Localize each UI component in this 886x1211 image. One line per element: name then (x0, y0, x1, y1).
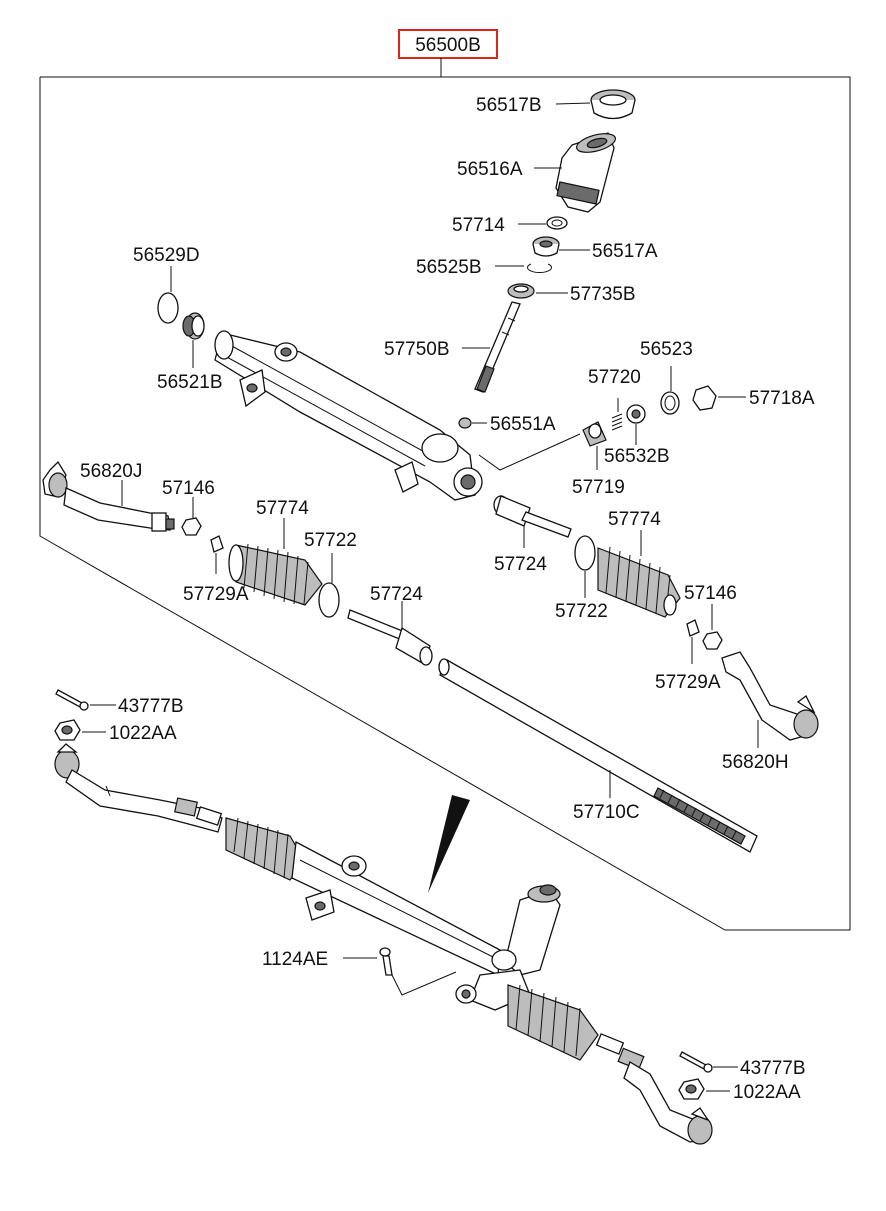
part-56820H-tie-rod-end[interactable] (721, 651, 819, 741)
part-57729A-right-clip[interactable] (686, 619, 700, 637)
label-56529D[interactable]: 56529D (133, 245, 200, 266)
exploded-view-frame (39, 76, 851, 931)
label-57720[interactable]: 57720 (588, 367, 641, 388)
assembly-highlight-box[interactable] (398, 29, 498, 59)
leader-56517B (555, 102, 591, 105)
pinion-axis-line (478, 433, 581, 471)
part-57714-washer[interactable] (546, 216, 568, 230)
label-57722-right[interactable]: 57722 (555, 601, 608, 622)
part-57729A-left-clip[interactable] (210, 535, 224, 553)
label-56525B[interactable]: 56525B (416, 257, 482, 278)
part-57146-right-nut[interactable] (702, 631, 723, 650)
label-57774-left[interactable]: 57774 (256, 498, 309, 519)
label-57714[interactable]: 57714 (452, 215, 505, 236)
label-57729A-left[interactable]: 57729A (183, 584, 249, 605)
part-57722-right-clamp[interactable] (574, 535, 596, 571)
label-57710C[interactable]: 57710C (573, 802, 640, 823)
label-57718A[interactable]: 57718A (749, 388, 815, 409)
label-57735B[interactable]: 57735B (570, 284, 636, 305)
part-57774-right-boot[interactable] (597, 546, 681, 618)
part-57719-yoke[interactable] (582, 421, 607, 447)
part-rack-housing[interactable] (214, 330, 483, 501)
label-56532B[interactable]: 56532B (604, 446, 670, 467)
part-57724-inner-rod-upper[interactable] (493, 495, 572, 538)
label-57146-right[interactable]: 57146 (684, 583, 737, 604)
part-56525B-snap-ring[interactable] (527, 263, 552, 274)
label-1022AA-right[interactable]: 1022AA (733, 1082, 801, 1103)
assembly-arrow-icon (428, 795, 470, 893)
label-56517A[interactable]: 56517A (592, 241, 658, 262)
label-57724-upper[interactable]: 57724 (494, 554, 547, 575)
label-56523[interactable]: 56523 (640, 339, 693, 360)
label-57719[interactable]: 57719 (572, 477, 625, 498)
label-1124AE[interactable]: 1124AE (262, 949, 328, 970)
assembly-part-number[interactable]: 56500B (415, 35, 481, 56)
label-57774-right[interactable]: 57774 (608, 509, 661, 530)
part-57750B-pinion-shaft[interactable] (474, 301, 521, 393)
label-56516A[interactable]: 56516A (457, 159, 523, 180)
part-56521B-bushing[interactable] (182, 312, 205, 340)
part-57722-left-clamp[interactable] (318, 582, 340, 618)
label-57146-left[interactable]: 57146 (162, 478, 215, 499)
label-1022AA-left[interactable]: 1022AA (109, 723, 177, 744)
part-56517B-cap[interactable] (590, 89, 636, 120)
part-56523-locknut[interactable] (660, 391, 680, 415)
part-56551A-plug[interactable] (458, 417, 472, 429)
label-56820J[interactable]: 56820J (80, 461, 142, 482)
part-56517A-nut[interactable] (532, 236, 560, 257)
part-57724-inner-rod-lower[interactable] (347, 609, 433, 666)
part-57710C-rack-bar[interactable] (438, 658, 758, 853)
part-1022AA-left-nut[interactable] (54, 719, 81, 741)
part-1022AA-right-nut[interactable] (678, 1078, 705, 1100)
label-57729A-right[interactable]: 57729A (655, 672, 721, 693)
part-56532B-plug[interactable] (626, 404, 646, 424)
part-56529D-oring[interactable] (157, 292, 179, 324)
bolt-axis-line (391, 971, 457, 996)
label-56820H[interactable]: 56820H (722, 752, 789, 773)
label-57722-left[interactable]: 57722 (304, 530, 357, 551)
part-56516A-housing[interactable] (555, 130, 617, 213)
label-56551A[interactable]: 56551A (490, 414, 556, 435)
label-57724-mid[interactable]: 57724 (370, 584, 423, 605)
label-56517B[interactable]: 56517B (476, 95, 542, 116)
leader-assembled-left-tip (105, 785, 111, 797)
part-43777B-right-cotter-pin[interactable] (679, 1051, 713, 1073)
label-43777B-left[interactable]: 43777B (118, 696, 184, 717)
part-57774-left-boot[interactable] (228, 543, 323, 606)
label-56521B[interactable]: 56521B (157, 372, 223, 393)
part-57720-spring[interactable] (611, 413, 623, 431)
part-57735B-bearing[interactable] (507, 283, 535, 299)
part-1124AE-bolt[interactable] (379, 947, 393, 976)
part-57718A-cap[interactable] (692, 385, 717, 411)
label-43777B-right[interactable]: 43777B (740, 1058, 806, 1079)
label-57750B[interactable]: 57750B (384, 339, 450, 360)
part-43777B-left-cotter-pin[interactable] (55, 689, 89, 711)
assembled-steering-gear[interactable] (54, 743, 713, 1145)
part-57146-left-nut[interactable] (181, 517, 202, 536)
part-56820J-tie-rod-end[interactable] (42, 460, 175, 532)
